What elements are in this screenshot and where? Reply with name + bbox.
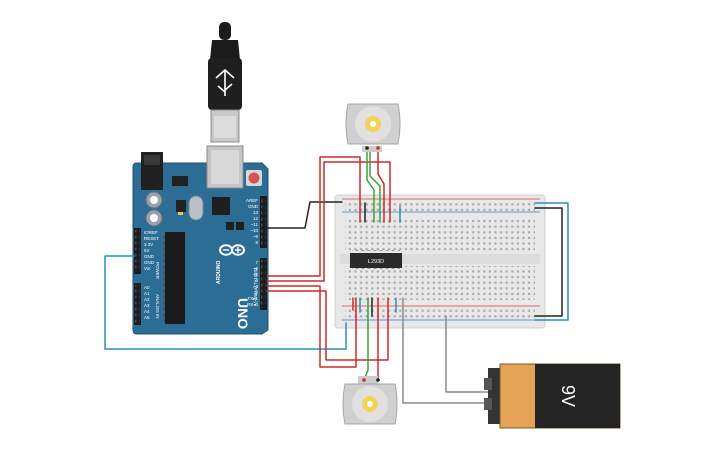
arduino-brand: ARDUINO <box>216 261 222 284</box>
pin-label: GND <box>144 260 155 265</box>
wire-rail-black-right <box>534 207 563 317</box>
battery-label: 9V <box>558 385 578 407</box>
pin-label: 7 <box>255 260 258 265</box>
pin-label: A1 <box>144 291 150 296</box>
pin-label: A3 <box>144 303 150 308</box>
wire-ctrl-red-1 <box>266 156 361 277</box>
usb-cable <box>208 22 242 143</box>
pin-label: 13 <box>253 210 259 215</box>
wire-motor1-green-b <box>369 147 381 223</box>
wires <box>104 147 569 404</box>
wire-ctrl-red-4 <box>266 290 389 361</box>
pin-label: GND <box>248 204 259 209</box>
pin-label: ~11 <box>251 222 259 227</box>
arduino-logo <box>219 244 245 256</box>
analog-section-label: ANALOG IN <box>155 294 160 319</box>
wire-battery-gray-1 <box>402 297 493 404</box>
pin-label: A5 <box>144 315 150 320</box>
pin-label: 8 <box>255 240 258 245</box>
pin-label: 12 <box>253 216 259 221</box>
arduino-model: UNO <box>235 298 251 329</box>
pin-label: ~9 <box>253 234 259 239</box>
wire-ctrl-red-3 <box>266 285 357 368</box>
pin-label: A0 <box>144 285 150 290</box>
pin-label: IOREF <box>144 230 158 235</box>
pin-label: ~10 <box>250 228 258 233</box>
power-section-label: POWER <box>155 262 160 280</box>
pin-label: A4 <box>144 309 150 314</box>
breadboard <box>334 194 546 329</box>
pin-label: 2 <box>255 290 258 295</box>
wire-gnd-black <box>266 201 343 229</box>
pin-label: RESET <box>144 236 159 241</box>
atmega-chip <box>165 232 185 324</box>
pin-label: AREF <box>246 198 258 203</box>
arduino-uno-board: ARDUINO UNO DIGITAL (PWM~) POWER ANALOG … <box>132 145 269 335</box>
pin-label: ~3 <box>253 284 259 289</box>
pin-label: 4 <box>255 278 258 283</box>
pin-label: RX◂0 <box>247 302 259 307</box>
wire-rail-blue-right <box>534 202 569 321</box>
dc-motor-bottom <box>342 376 398 425</box>
battery-9v: 9V <box>484 363 621 429</box>
dc-motor-top <box>345 103 401 152</box>
pin-label: ~5 <box>253 272 259 277</box>
l293d-chip: L293D <box>350 250 402 271</box>
pin-label: ~6 <box>253 266 259 271</box>
wire-ctrl-red-2 <box>266 161 391 282</box>
pin-label: TX▸1 <box>247 296 258 301</box>
pin-label: GND <box>144 254 155 259</box>
wire-motor1-green <box>366 147 375 223</box>
l293d-label: L293D <box>368 259 384 265</box>
digital-section-label: DIGITAL (PWM~) <box>253 268 258 303</box>
pin-label: A2 <box>144 297 150 302</box>
pin-label: 5V <box>144 248 150 253</box>
reset-button <box>248 172 260 184</box>
pin-label: Vin <box>144 266 151 271</box>
wire-5v-blue <box>104 255 347 350</box>
usb-icon <box>215 68 235 96</box>
wire-motor1-red <box>377 147 385 223</box>
wire-battery-gray-2 <box>445 315 493 393</box>
pin-label: 3.3V <box>144 242 153 247</box>
